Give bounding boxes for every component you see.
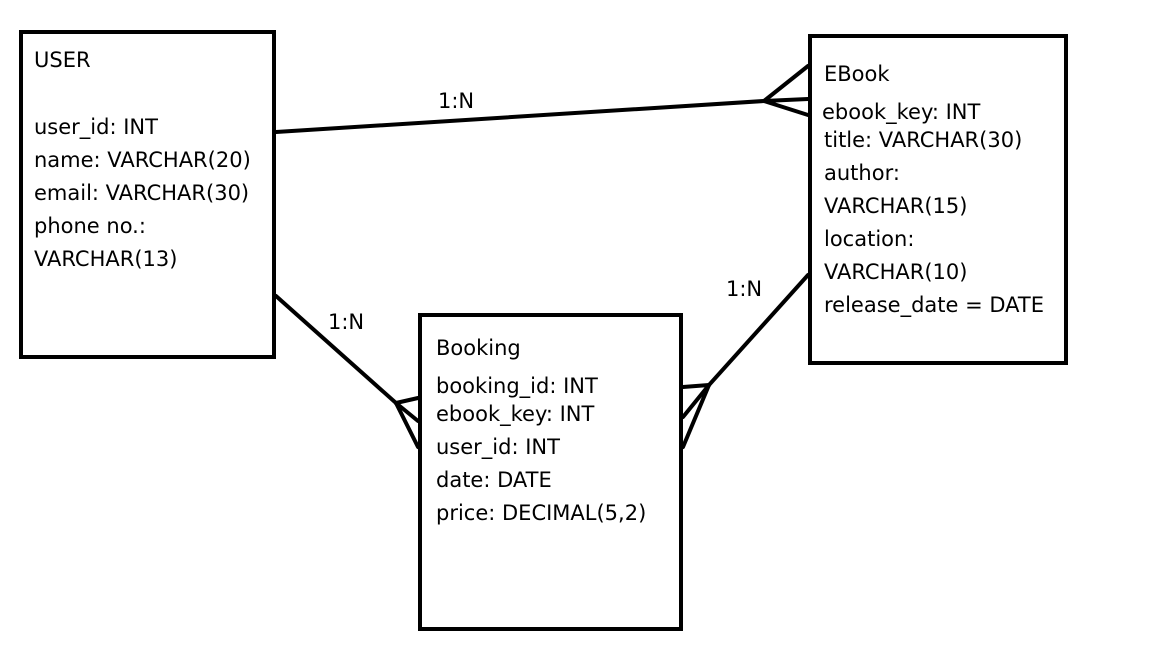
entity-user[interactable]: USER user_id: INT name: VARCHAR(20) emai… xyxy=(19,30,276,359)
cardinality-label-user-booking: 1:N xyxy=(328,310,365,334)
crowfoot-prong-top xyxy=(394,396,420,405)
relationship-line-user-ebook xyxy=(274,99,766,134)
crowfoot-prong-bottom xyxy=(681,383,711,449)
entity-attribute: VARCHAR(13) xyxy=(34,247,178,271)
cardinality-label-ebook-booking: 1:N xyxy=(726,277,763,301)
entity-attribute: user_id: INT xyxy=(436,435,560,459)
cardinality-label-user-ebook: 1:N xyxy=(438,89,475,113)
crowfoot-prong-top xyxy=(681,383,711,389)
entity-attribute: author: xyxy=(824,161,900,185)
entity-attribute: ebook_key: INT xyxy=(436,402,595,426)
entity-attribute: user_id: INT xyxy=(34,115,158,139)
entity-attribute: email: VARCHAR(30) xyxy=(34,181,250,205)
relationship-line-user-booking xyxy=(274,294,398,405)
entity-attribute: release_date = DATE xyxy=(824,293,1045,317)
entity-booking[interactable]: Booking booking_id: INT ebook_key: INT u… xyxy=(418,313,683,631)
crowfoot-prong-bottom xyxy=(394,401,420,449)
relationship-ebook-booking xyxy=(681,273,810,449)
relationship-user-booking xyxy=(274,294,420,449)
entity-ebook[interactable]: EBook ebook_key: INT title: VARCHAR(30) … xyxy=(808,34,1068,365)
entity-title: EBook xyxy=(824,62,890,86)
relationship-line-ebook-booking xyxy=(707,273,810,387)
entity-attribute: VARCHAR(15) xyxy=(824,194,968,218)
entity-attribute: ebook_key: INT xyxy=(822,100,981,124)
entity-attribute: VARCHAR(10) xyxy=(824,260,968,284)
entity-attribute: name: VARCHAR(20) xyxy=(34,148,251,172)
entity-attribute: title: VARCHAR(30) xyxy=(824,128,1023,152)
entity-attribute: phone no.: xyxy=(34,214,146,238)
entity-title: USER xyxy=(34,48,91,72)
entity-attribute: date: DATE xyxy=(436,468,552,492)
relationship-user-ebook xyxy=(274,64,810,134)
crowfoot-prong-bottom xyxy=(762,99,810,117)
entity-attribute: price: DECIMAL(5,2) xyxy=(436,501,647,525)
entity-title: Booking xyxy=(436,336,521,360)
entity-attribute: location: xyxy=(824,227,915,251)
crowfoot-prong-top xyxy=(762,64,810,103)
crowfoot-prong-middle xyxy=(762,97,810,103)
entity-attribute: booking_id: INT xyxy=(436,374,598,398)
